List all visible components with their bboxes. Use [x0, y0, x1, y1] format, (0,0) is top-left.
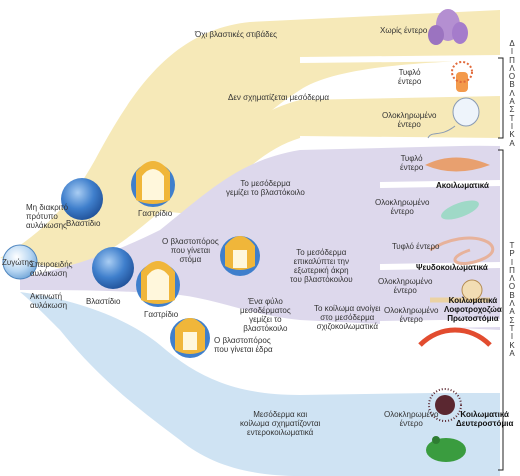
- complete-gut-label-4: Ολοκληρωμένο έντερο: [384, 306, 439, 324]
- complete-gut-label-5: Ολοκληρωμένο έντερο: [384, 410, 439, 428]
- diploblastic-label: Δ Ι Π Λ Ο Β Λ Α Σ Τ Ι Κ Α: [508, 39, 516, 148]
- gastrula-top-image: [131, 161, 175, 207]
- comb-jelly-icon: [427, 97, 480, 139]
- separator-1: [299, 55, 501, 63]
- rotifer-icon: [441, 200, 479, 220]
- gastrula-label-bottom: Γαστρίδιο: [144, 310, 179, 319]
- branch-bottom: [20, 292, 500, 476]
- separator-4: [379, 262, 501, 270]
- gastrula-bottom-image: [136, 261, 180, 307]
- spiral-cleavage-label: Σπειροειδής αυλάκωση: [30, 260, 73, 278]
- blind-gut-label-1: Τυφλό έντερο: [398, 68, 422, 86]
- zygote-image: [2, 244, 38, 280]
- no-gut-label: Χωρίς έντερο: [380, 26, 428, 35]
- triploblastic-label: Τ Ρ Ι Π Λ Ο Β Λ Α Σ Τ Ι Κ Α: [508, 241, 516, 358]
- protostome-embryo-image: [220, 236, 260, 276]
- deuterostome-embryo-image: [170, 318, 210, 358]
- complete-gut-label-3: Ολοκληρωμένο έντερο: [378, 277, 433, 295]
- blastula-label-bottom: Βλαστίδιο: [86, 297, 121, 306]
- branch-top: [0, 10, 500, 270]
- separator-5: [379, 319, 501, 329]
- frog-icon: [426, 436, 466, 462]
- sea-anemone-icon: [451, 61, 473, 92]
- blastula-bottom-image: [92, 247, 134, 289]
- blind-gut-label-2: Τυφλό έντερο: [400, 154, 424, 172]
- blastula-top-image: [61, 178, 103, 220]
- no-mesoderm-label: Δεν σχηματίζεται μεσόδερμα: [228, 93, 330, 102]
- snail-icon: [430, 279, 490, 303]
- zygote-label: Ζυγώτης: [2, 258, 33, 267]
- sea-urchin-icon: [428, 388, 462, 422]
- earthworm-icon: [418, 327, 492, 347]
- deuterostome-group-label: Κοιλωματικά Δευτεροστόμια: [456, 410, 514, 428]
- sponge-icon: [428, 9, 468, 45]
- indeterminate-cleavage-label: Μη διακριτό πρότυπο αυλάκωσης: [26, 203, 69, 230]
- blastula-label-top: Βλαστίδιο: [66, 219, 101, 228]
- mesoderm-sheet-label: Ένα φύλο μεσοδέρματος γεμίζει το βλαστόκ…: [240, 297, 291, 333]
- enterocoel-label: Μεσόδερμα και κοίλωμα σχηματίζονται εντε…: [240, 410, 321, 437]
- separator-3: [379, 180, 501, 188]
- gastrula-label-top: Γαστρίδιο: [138, 209, 173, 218]
- protostome-group-label: Κοιλωματικά Λοφοτροχοζώα Πρωτοστόμια: [444, 296, 502, 323]
- radial-cleavage-label: Ακτινωτή αυλάκωση: [30, 292, 68, 310]
- blastopore-anus-label: Ο βλαστοπόρος που γίνεται έδρα: [214, 336, 273, 354]
- separator-2: [299, 136, 501, 146]
- flatworm-icon: [425, 157, 490, 172]
- acoelomates-label: Ακοιλωματικά: [436, 181, 489, 190]
- mesoderm-lines-label: Το μεσόδερμα επικαλύπτει την εξωτερική ά…: [290, 248, 353, 284]
- branch-top-lower: [150, 96, 500, 215]
- mesoderm-fills-label: Το μεσόδερμα γεμίζει το βλαστόκοιλο: [226, 179, 305, 197]
- pseudocoelomates-label: Ψευδοκοιλωματικά: [416, 263, 488, 272]
- complete-gut-label-2: Ολοκληρωμένο έντερο: [375, 198, 430, 216]
- triploblastic-bracket: [498, 149, 504, 471]
- nematode-icon: [429, 236, 495, 265]
- blind-gut-label-3: Τυφλό έντερο: [392, 242, 440, 251]
- no-germ-layers-label: Όχι βλαστικές στιβάδες: [195, 30, 277, 39]
- blastopore-mouth-label: Ο βλαστοπόρος που γίνεται στόμα: [162, 237, 219, 264]
- complete-gut-label-1: Ολοκληρωμένο έντερο: [382, 111, 437, 129]
- schizocoel-label: Το κοίλωμα ανοίγει στο μεσόδερμα σχιζοκο…: [314, 304, 381, 331]
- diploblastic-bracket: [498, 57, 504, 139]
